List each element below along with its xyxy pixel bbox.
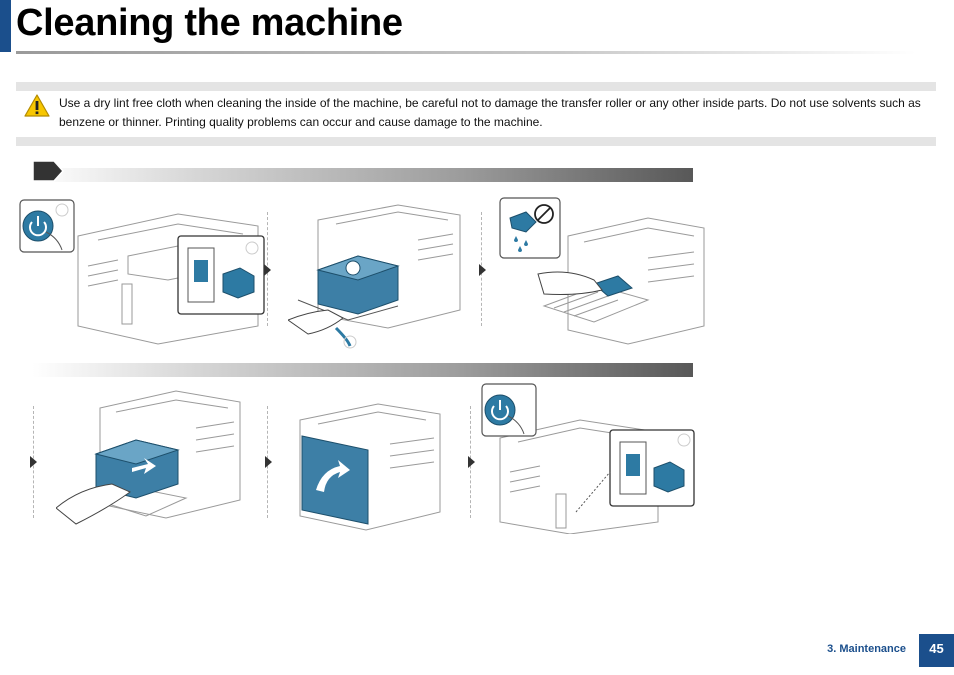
illustration-close-cover — [299, 403, 441, 531]
next-arrow-icon — [264, 264, 271, 276]
step-arrow-icon — [32, 160, 64, 182]
no-water-icon — [499, 197, 561, 259]
illustration-plug-in-power-on — [481, 383, 695, 534]
page-number: 45 — [919, 634, 954, 667]
power-button-icon — [19, 199, 75, 253]
warning-icon — [24, 94, 50, 117]
page-title: Cleaning the machine — [16, 2, 403, 44]
next-arrow-icon — [479, 264, 486, 276]
caution-box: Use a dry lint free cloth when cleaning … — [16, 82, 936, 146]
next-arrow-icon — [30, 456, 37, 468]
illustration-remove-cartridge — [288, 204, 461, 349]
toner-cartridge-icon — [316, 255, 400, 315]
toner-cartridge-icon — [94, 439, 180, 499]
title-rule — [16, 51, 916, 54]
illustration-power-off-unplug — [19, 199, 265, 345]
illustration-reinsert-cartridge — [56, 390, 241, 525]
front-cover-icon — [301, 435, 369, 525]
left-accent-bar — [0, 0, 11, 52]
illustration-wipe-inside — [499, 197, 705, 345]
next-arrow-icon — [265, 456, 272, 468]
caution-text: Use a dry lint free cloth when cleaning … — [59, 96, 921, 129]
step-bar-1 — [32, 168, 693, 182]
step-bar-2 — [32, 363, 693, 377]
footer-section-label: 3. Maintenance — [827, 643, 906, 655]
next-arrow-icon — [468, 456, 475, 468]
power-button-icon — [481, 383, 537, 437]
